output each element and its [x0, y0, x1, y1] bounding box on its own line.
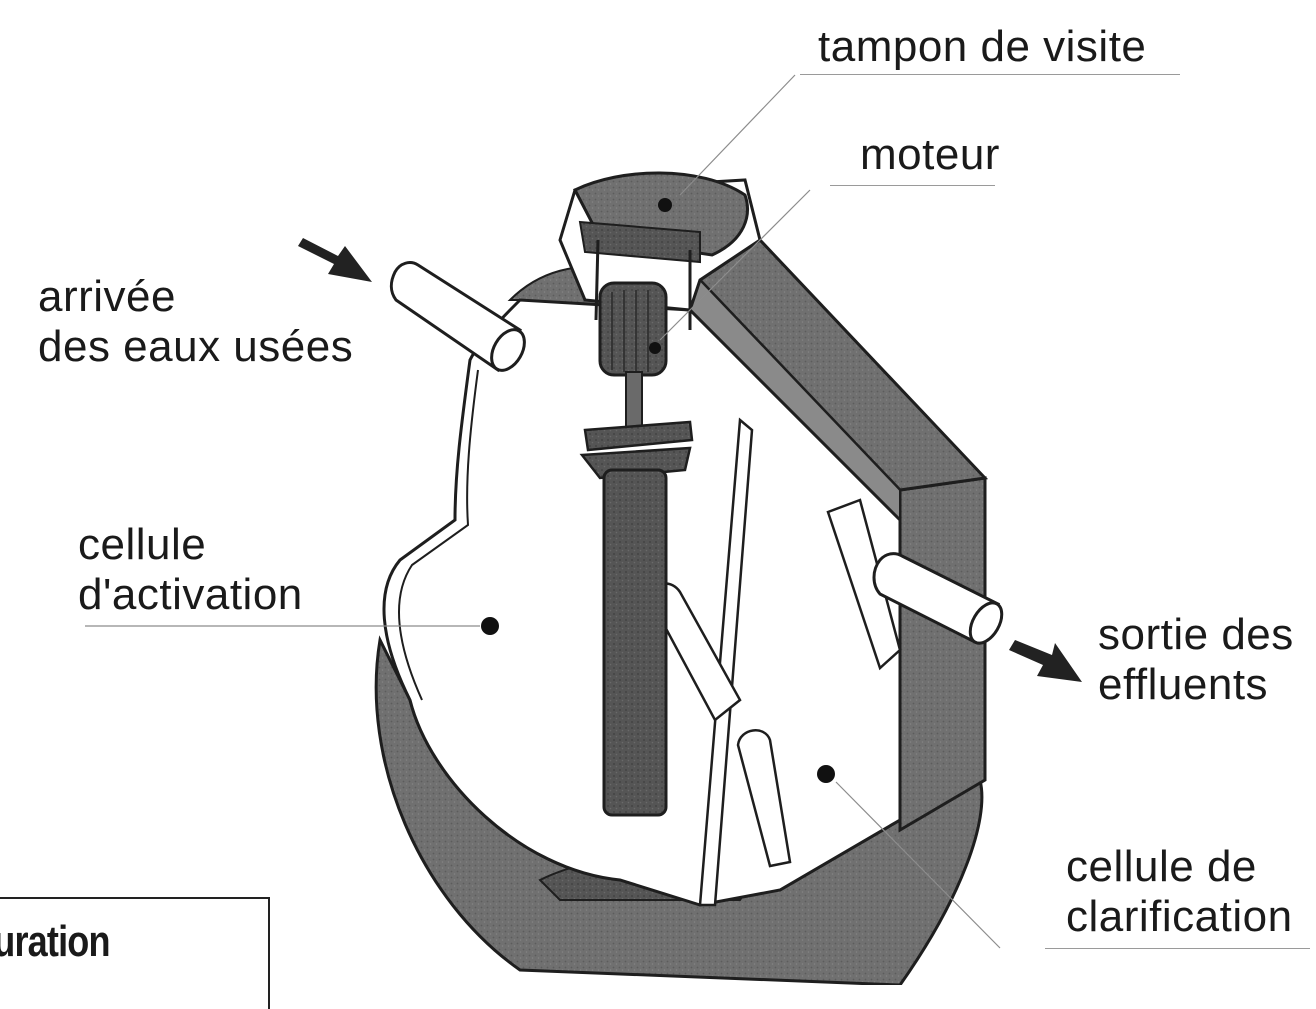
- caption-text: puration: [0, 917, 110, 967]
- right-side-wall: [900, 478, 985, 830]
- leader-tampon: [680, 75, 795, 195]
- label-arrivee-eaux-usees: arrivée des eaux usées: [38, 272, 353, 372]
- label-sortie-effluents: sortie des effluents: [1098, 610, 1294, 710]
- activation-cell-dot: [481, 617, 499, 635]
- aeration-column: [604, 470, 666, 815]
- label-sortie-line1: sortie des: [1098, 610, 1294, 660]
- label-tampon-text: tampon de visite: [818, 22, 1146, 72]
- label-clarification-line1: cellule de: [1066, 842, 1293, 892]
- motor-marker-dot: [649, 342, 661, 354]
- label-arrivee-line1: arrivée: [38, 272, 353, 322]
- caption-box: puration: [0, 897, 270, 1009]
- clarification-cell-dot: [817, 765, 835, 783]
- motor-body: [600, 283, 666, 375]
- label-tampon-de-visite: tampon de visite: [818, 22, 1146, 72]
- label-moteur-text: moteur: [860, 130, 1000, 180]
- clarification-rule: [1045, 948, 1310, 949]
- hatch-marker-dot: [658, 198, 672, 212]
- label-sortie-line2: effluents: [1098, 660, 1294, 710]
- label-cellule-clarification: cellule de clarification: [1066, 842, 1293, 942]
- label-activation-line2: d'activation: [78, 570, 303, 620]
- tampon-rule: [800, 74, 1180, 75]
- septic-tank-diagram: [0, 0, 1316, 985]
- outlet-arrow-icon: [1009, 640, 1082, 682]
- label-cellule-activation: cellule d'activation: [78, 520, 303, 620]
- label-moteur: moteur: [860, 130, 1000, 180]
- label-arrivee-line2: des eaux usées: [38, 322, 353, 372]
- moteur-rule: [830, 185, 995, 186]
- label-activation-line1: cellule: [78, 520, 303, 570]
- label-clarification-line2: clarification: [1066, 892, 1293, 942]
